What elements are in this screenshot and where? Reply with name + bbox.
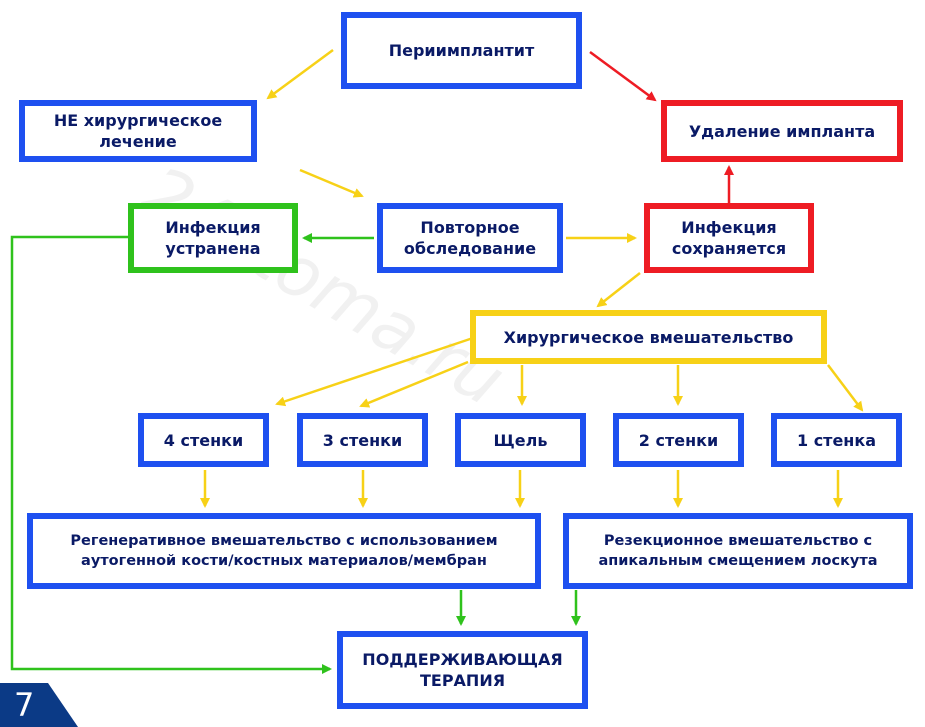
arrow-surgical-to-walls4 — [275, 336, 474, 407]
node-2-walls: 2 стенки — [613, 413, 744, 467]
node-resective-intervention: Резекционное вмешательство с апикальным … — [563, 513, 913, 589]
node-3-walls: 3 стенки — [297, 413, 428, 467]
arrow-nonsurgical-to-reexam — [299, 168, 364, 198]
arrow-surgical-to-wall1 — [827, 364, 864, 412]
node-nonsurgical: НЕ хирургическое лечение — [19, 100, 257, 162]
node-infection-persists: Инфекция сохраняется — [644, 203, 814, 273]
node-periimplantitis: Периимплантит — [341, 12, 582, 89]
arrow-peri-to-removal — [589, 50, 657, 102]
arrow-surgical-to-walls3 — [359, 360, 469, 408]
arrow-peri-to-nonsurgical — [266, 48, 334, 100]
arrow-resolved-to-maintenance — [10, 235, 332, 674]
node-4-walls: 4 стенки — [138, 413, 269, 467]
figure-number: 7 — [14, 686, 35, 724]
node-regenerative-intervention: Регенеративное вмешательство с использов… — [27, 513, 541, 589]
node-reexamination: Повторное обследование — [377, 203, 563, 273]
node-implant-removal: Удаление импланта — [661, 100, 903, 162]
node-maintenance-therapy: ПОДДЕРЖИВАЮЩАЯ ТЕРАПИЯ — [337, 631, 588, 709]
node-1-wall: 1 стенка — [771, 413, 902, 467]
arrow-persists-to-surgical — [596, 272, 641, 308]
node-dehiscence: Щель — [455, 413, 586, 467]
node-surgical-intervention: Хирургическое вмешательство — [470, 310, 827, 364]
node-infection-resolved: Инфекция устранена — [128, 203, 298, 273]
figure-number-badge — [0, 683, 78, 727]
